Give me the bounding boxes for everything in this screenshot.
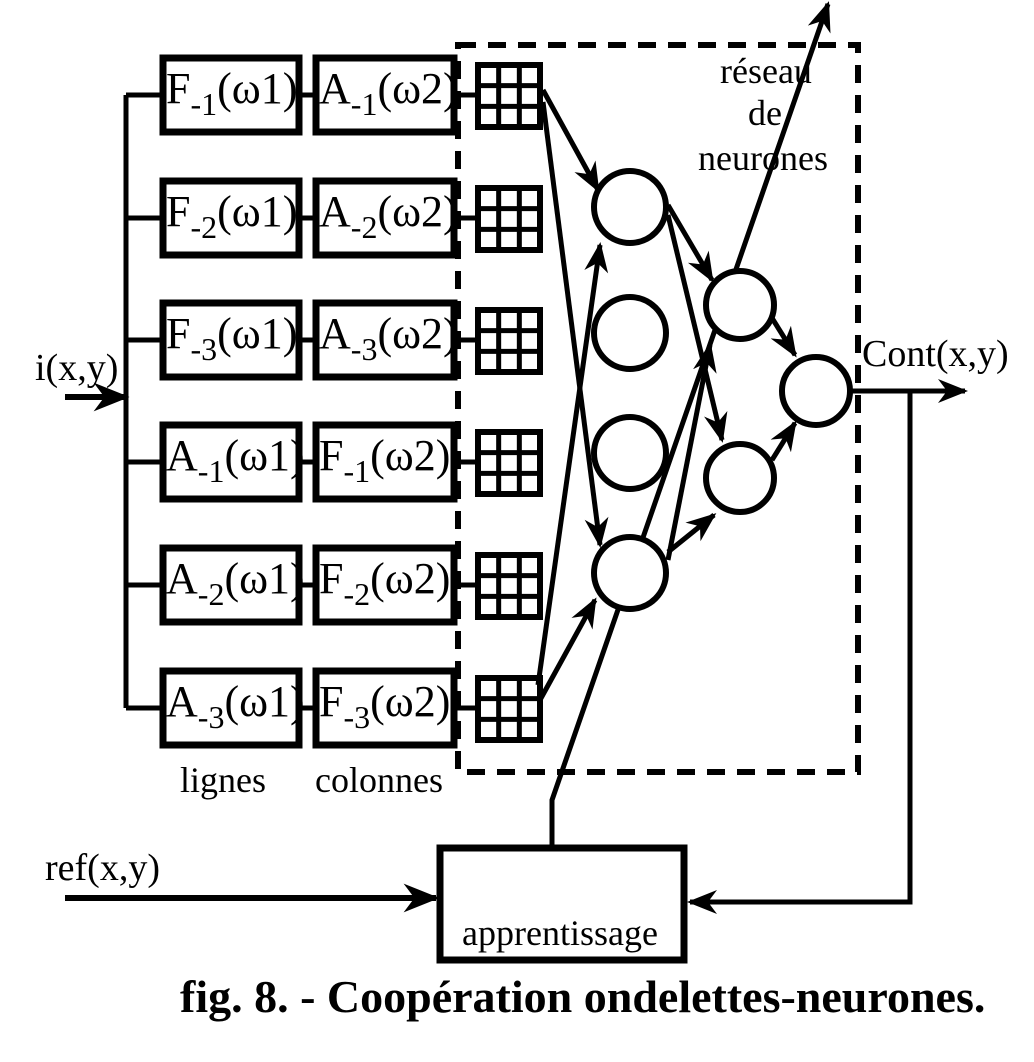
rows-filter-label: lignes xyxy=(180,760,266,800)
grid-to-input-connections xyxy=(535,88,609,702)
output-label: Cont(x,y) xyxy=(862,333,1009,375)
input-to-hidden-connections xyxy=(665,203,728,561)
row-filter-label: A-3(ω1) xyxy=(166,677,305,735)
neuron-input-1 xyxy=(591,168,669,246)
filter-row-2: F-2(ω1) A-2(ω2) xyxy=(126,177,543,259)
network-label-line-2: de xyxy=(748,93,782,133)
neuron-output xyxy=(779,354,853,428)
col-filter-label: A-2(ω2) xyxy=(319,187,458,245)
network-label-line-3: neurones xyxy=(698,138,828,178)
row-filter-label: A-1(ω1) xyxy=(166,431,305,489)
hidden-to-output-connections xyxy=(769,316,798,462)
coefficient-grid-icon xyxy=(475,552,543,620)
filter-row-3: F-3(ω1) A-3(ω2) xyxy=(126,299,543,381)
neuron-input-2 xyxy=(591,294,669,372)
neuron-hidden-1 xyxy=(703,268,777,342)
filter-row-6: A-3(ω1)F-3(ω2) xyxy=(126,667,543,749)
col-filter-box xyxy=(312,177,458,259)
filter-row-5: A-2(ω1)F-2(ω2) xyxy=(126,544,543,626)
col-filter-label: F-3(ω2) xyxy=(319,677,450,735)
input-label: i(x,y) xyxy=(35,347,118,389)
row-filter-box xyxy=(159,299,303,381)
learning-block-label: apprentissage xyxy=(462,913,658,953)
filter-row-4: A-1(ω1)F-1(ω2) xyxy=(126,421,543,503)
col-filter-label: A-3(ω2) xyxy=(319,309,458,367)
reference-label: ref(x,y) xyxy=(45,847,160,889)
coefficient-grid-icon xyxy=(475,307,543,375)
row-filter-label: A-2(ω1) xyxy=(166,554,305,612)
filter-bank: F-1(ω1) A-1(ω2) F-2(ω1) A-2(ω2) F-3(ω1) A-3(ω… xyxy=(126,54,543,749)
neuron-hidden-2 xyxy=(703,441,777,515)
row-filter-label: F-2(ω1) xyxy=(166,187,297,245)
row-filter-box xyxy=(159,54,303,136)
coefficient-grid-icon xyxy=(475,429,543,497)
network-label-line-1: réseau xyxy=(720,51,812,91)
col-filter-box xyxy=(312,667,458,749)
col-filter-box xyxy=(312,54,458,136)
coefficient-grid-icon xyxy=(475,62,543,130)
col-filter-label: F-2(ω2) xyxy=(319,554,450,612)
output-feedback-line xyxy=(687,391,913,914)
col-filter-label: A-1(ω2) xyxy=(319,64,458,122)
figure-caption: fig. 8. - Coopération ondelettes-neurone… xyxy=(180,971,985,1022)
col-filter-box xyxy=(312,421,458,503)
learning-feedback-line xyxy=(549,1,831,845)
neuron-input-3 xyxy=(591,414,669,492)
row-filter-label: F-1(ω1) xyxy=(166,64,297,122)
coefficient-grid-icon xyxy=(475,185,543,253)
cols-filter-label: colonnes xyxy=(315,760,443,800)
coefficient-grid-icon xyxy=(475,675,543,743)
filter-row-1: F-1(ω1) A-1(ω2) xyxy=(126,54,543,136)
col-filter-label: F-1(ω2) xyxy=(319,431,450,489)
row-filter-box xyxy=(159,667,303,749)
row-filter-label: F-3(ω1) xyxy=(166,309,297,367)
col-filter-box xyxy=(312,544,458,626)
learning-block xyxy=(436,844,688,964)
row-filter-box xyxy=(159,177,303,259)
neuron-input-4 xyxy=(591,534,669,612)
neural-network-boundary xyxy=(455,42,861,775)
